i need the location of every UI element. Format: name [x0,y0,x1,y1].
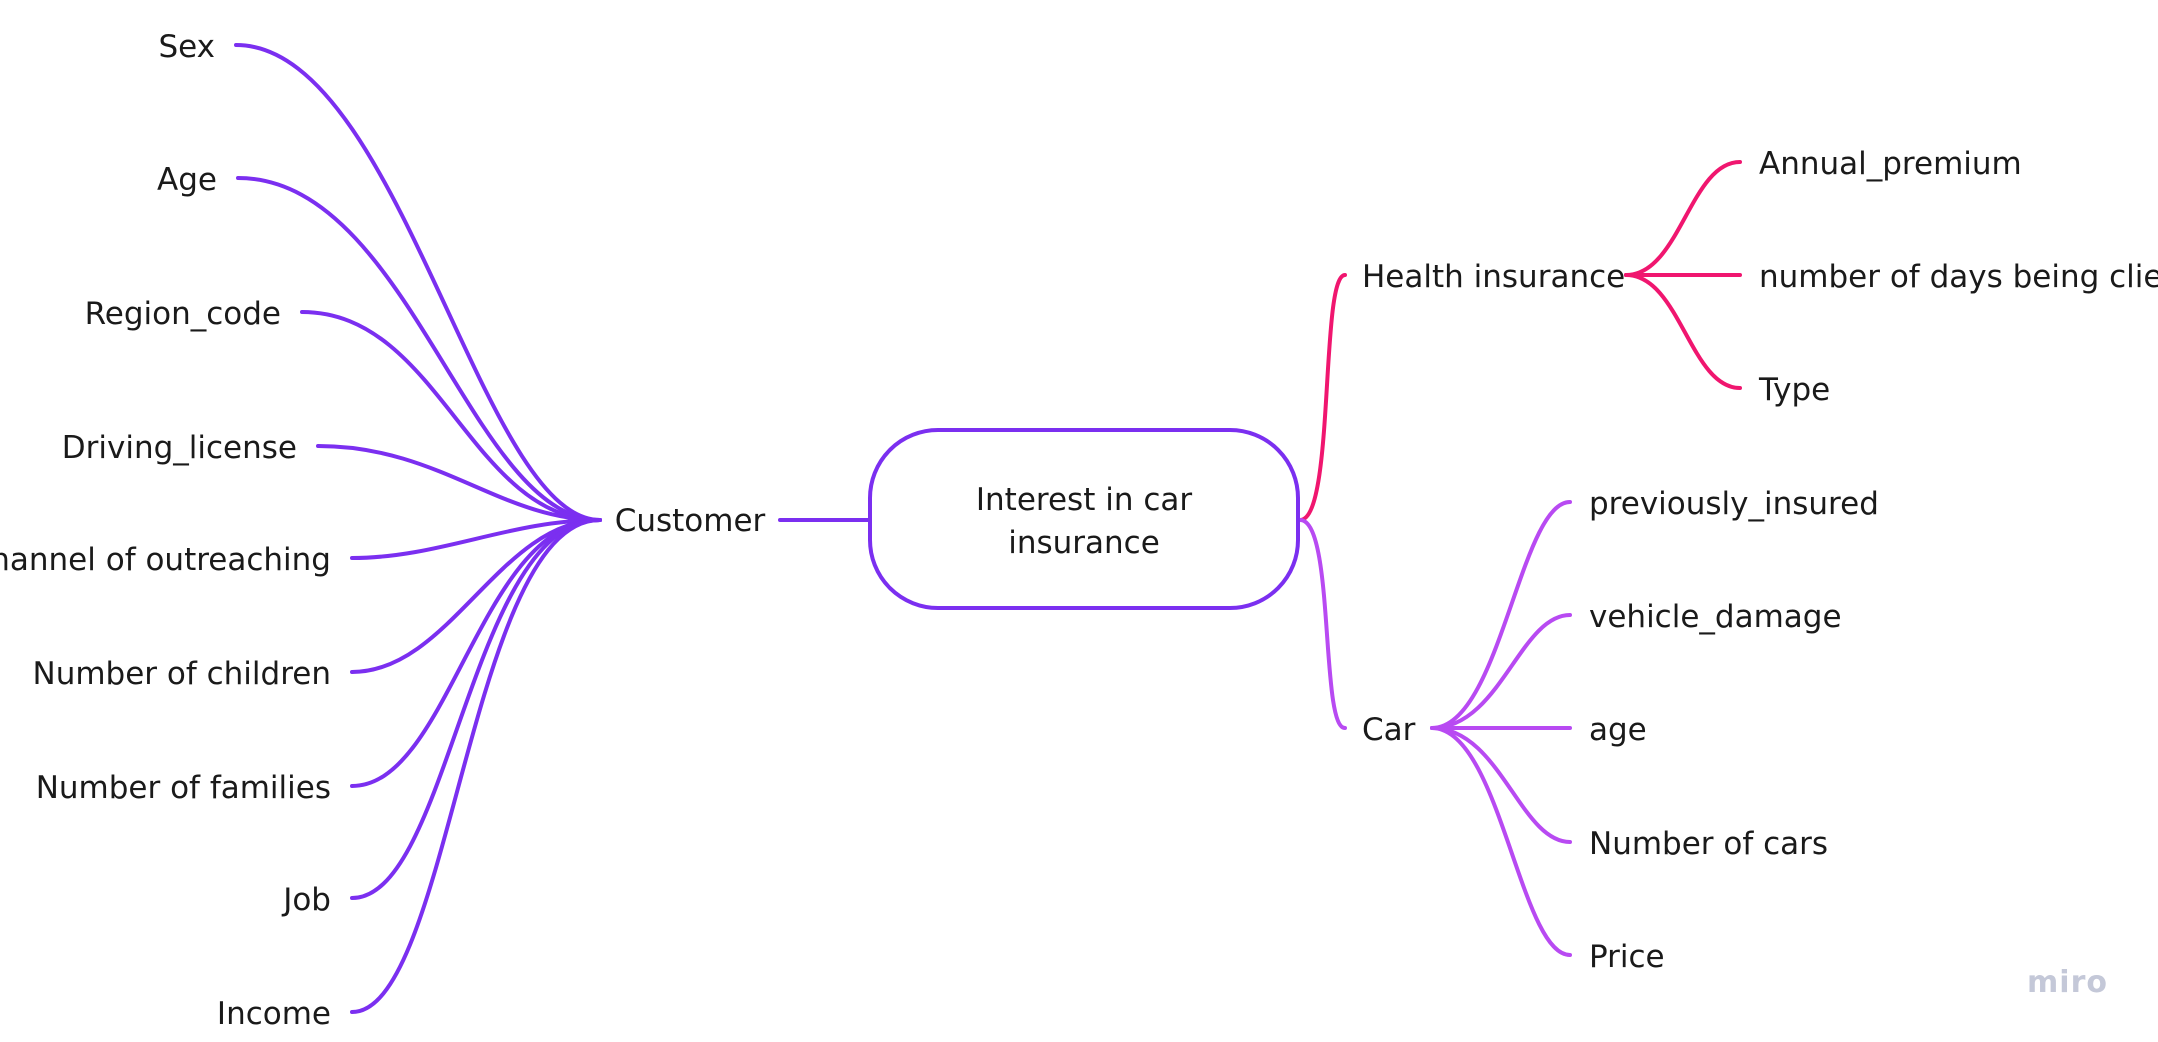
connector-income [350,518,602,1014]
health-children: Annual_premium number of days being clie… [1758,146,2158,408]
connector-channel [350,518,602,560]
node-price[interactable]: Price [1589,939,1665,975]
connector-driving-license [316,444,602,522]
node-annual-premium[interactable]: Annual_premium [1759,146,2022,182]
node-sex[interactable]: Sex [158,29,215,65]
car-node[interactable]: Car [1362,712,1416,748]
connector-root-health [1298,273,1347,522]
health-insurance-node[interactable]: Health insurance [1362,259,1625,295]
car-children: previously_insured vehicle_damage age Nu… [1589,486,1879,975]
node-vehicle-damage[interactable]: vehicle_damage [1589,599,1842,635]
node-income[interactable]: Income [217,996,331,1032]
node-number-of-children[interactable]: Number of children [33,656,332,692]
connector-root-car [1298,518,1347,730]
root-label-line1: Interest in car [976,482,1192,518]
connector-age [236,176,602,522]
connector-price [1430,726,1572,957]
node-region-code[interactable]: Region_code [85,296,281,332]
connector-number-of-cars [1430,726,1572,844]
root-label-line2: insurance [1008,525,1160,561]
node-age[interactable]: Age [157,162,217,198]
connector-region-code [300,310,602,522]
root-node[interactable]: Interest in car insurance [868,428,1300,610]
connector-job [350,518,602,900]
customer-node[interactable]: Customer [615,503,766,539]
node-type[interactable]: Type [1758,372,1830,408]
root-node-box[interactable] [868,428,1300,610]
node-job[interactable]: Job [281,882,331,918]
connector-number-of-families [350,518,602,788]
node-days-being-client[interactable]: number of days being client [1759,259,2158,295]
connector-previously-insured [1430,500,1572,730]
node-number-of-families[interactable]: Number of families [36,770,331,806]
connector-annual-premium [1624,160,1742,277]
node-channel-of-outreaching[interactable]: channel of outreaching [0,542,331,578]
connector-vehicle-damage [1430,613,1572,730]
customer-connectors [234,43,872,1014]
connector-type [1624,273,1742,390]
connector-sex [234,43,602,522]
customer-children: Sex Age Region_code Driving_license chan… [0,29,331,1032]
car-connectors [1298,500,1572,957]
node-number-of-cars[interactable]: Number of cars [1589,826,1828,862]
node-previously-insured[interactable]: previously_insured [1589,486,1879,522]
node-driving-license[interactable]: Driving_license [62,430,297,466]
connector-number-of-children [350,518,602,674]
node-car-age[interactable]: age [1589,712,1647,748]
health-connectors [1298,160,1742,522]
miro-watermark-logo: miro [2027,965,2108,1000]
